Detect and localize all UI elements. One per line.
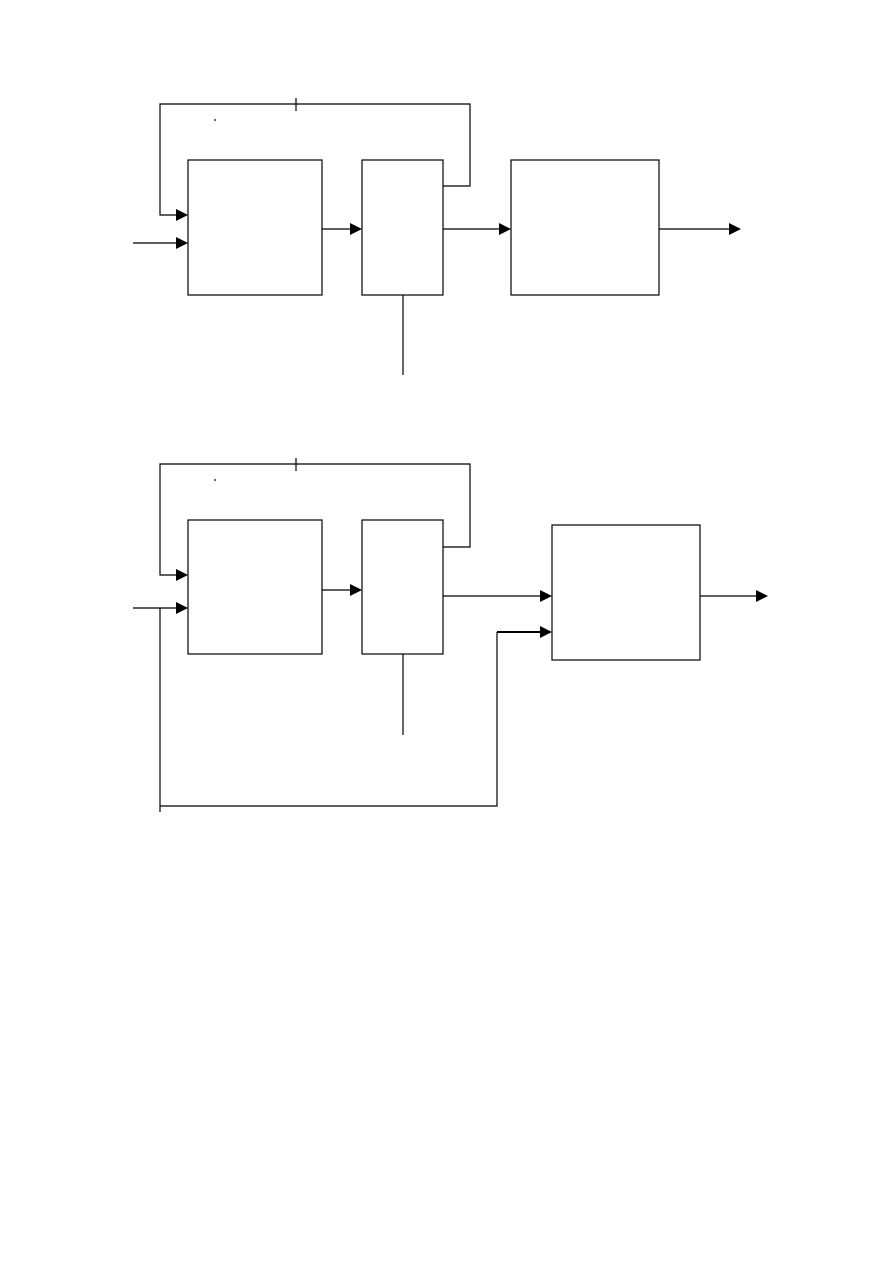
diagram-2 [133, 458, 768, 812]
diagram-2-input-arrowhead [176, 602, 188, 614]
diagram-1-link-2-3-arrowhead [499, 223, 511, 235]
diagram-1-block-2 [361, 159, 444, 296]
diagram-1-output-arrowhead [729, 223, 741, 235]
diagram-1-block-1 [187, 159, 323, 296]
diagram-1-link-1-2-arrowhead [350, 223, 362, 235]
diagram-1-input-arrowhead [176, 237, 188, 249]
diagram-2-output-arrowhead [756, 590, 768, 602]
diagram-1-feedback-arrowhead [176, 209, 188, 221]
diagram-2-link-1-2-arrowhead [350, 584, 362, 596]
diagram-2-bypass-arrowhead [540, 626, 552, 638]
diagram-2-bypass-wire [160, 632, 498, 807]
diagram-2-block-3 [551, 524, 701, 661]
diagram-1-block-3 [510, 159, 660, 296]
diagram-1 [133, 98, 741, 375]
diagram-2-feedback-arrowhead [176, 569, 188, 581]
diagram-2-link-2-3-arrowhead [540, 590, 552, 602]
diagram-2-block-1 [187, 519, 323, 655]
diagram-2-feedback-wire [159, 463, 471, 576]
diagram-2-block-2 [361, 519, 444, 655]
diagram-1-feedback-wire [159, 103, 471, 216]
